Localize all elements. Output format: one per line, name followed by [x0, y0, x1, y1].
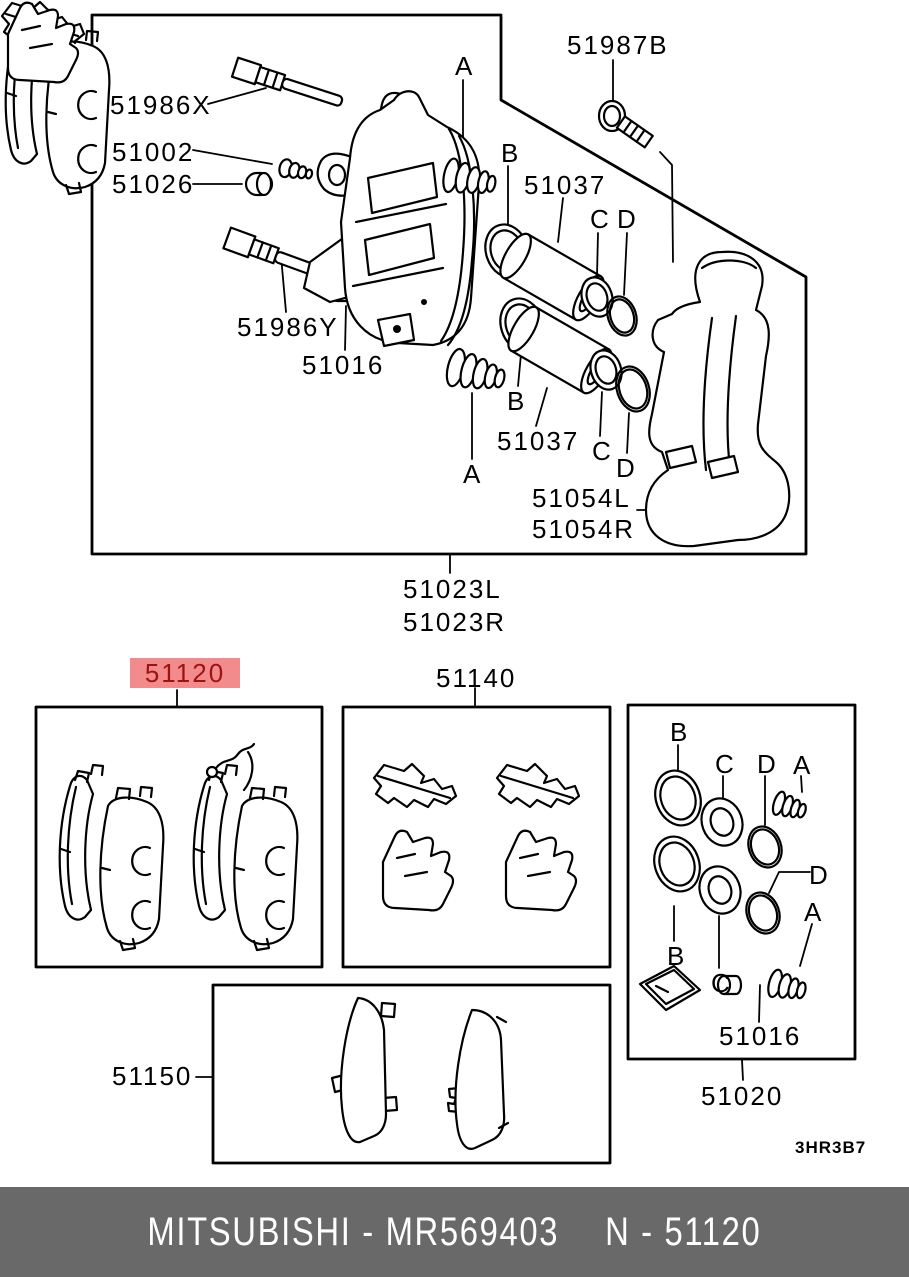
bleeder-cap-drawing [244, 171, 274, 197]
callout-b-1: B [501, 138, 519, 168]
bleeder-screw-drawing [278, 158, 314, 180]
pad-kit-box [34, 705, 324, 969]
boot-a-upper-drawing [442, 157, 497, 195]
banjo-bolt-drawing [597, 99, 654, 149]
boot-a-lower-drawing [445, 347, 506, 390]
seal-kit-cap-drawing [716, 974, 743, 996]
label-guide-pin-upper: 51986X [110, 90, 212, 120]
label-pad-kit: 51120 [144, 657, 226, 688]
carrier-bracket-drawing [644, 250, 791, 548]
plate-code: 3HR3B7 [795, 1138, 867, 1157]
callout-d-seal-2: D [809, 860, 828, 890]
pad-kit-highlight: 51120 [130, 658, 240, 688]
caliper-drawing [302, 90, 481, 348]
diagram-art [0, 0, 857, 1165]
label-seal-kit: 51020 [701, 1081, 784, 1111]
label-caliper-right: 51023R [403, 607, 507, 637]
label-guide-pin-lower: 51986Y [237, 312, 339, 342]
footer-reference: N - 51120 [605, 1209, 762, 1254]
label-hardware-kit: 51140 [436, 663, 517, 693]
label-banjo-bolt: 51987B [567, 30, 669, 60]
caliper-assembly-box [90, 13, 808, 556]
shim-kit-box [211, 983, 612, 1165]
label-carrier-right: 51054R [532, 514, 636, 544]
label-carrier-left: 51054L [532, 483, 631, 513]
callout-a-seal-1: A [793, 750, 811, 780]
label-seal-kit-cap: 51016 [719, 1021, 802, 1051]
callout-c-2: C [592, 436, 611, 466]
label-caliper-left: 51023L [403, 574, 502, 604]
callout-a-bottom: A [463, 459, 481, 489]
callout-c-seal-2: C [711, 968, 730, 998]
grease-packet-drawing [638, 964, 702, 1012]
seal-kit-box [626, 703, 857, 1061]
callout-d-seal-1: D [757, 749, 776, 779]
footer-bar: MITSUBISHI - MR569403 N - 51120 [0, 1187, 909, 1277]
callout-b-seal-1: B [670, 717, 688, 747]
seal-c2-drawing [589, 349, 623, 391]
label-bleeder-screw: 51002 [112, 137, 195, 167]
label-piston-2: 51037 [497, 426, 580, 456]
callout-c-seal-1: C [715, 749, 734, 779]
label-bleeder-cap: 51026 [112, 169, 195, 199]
oring-d1-drawing [606, 295, 638, 337]
hardware-clips-drawing [0, 0, 581, 912]
seal-kit-drawing [638, 769, 807, 1012]
label-shim-kit: 51150 [112, 1061, 193, 1091]
shim-set-drawing [330, 996, 510, 1150]
footer-brand-part: MITSUBISHI - MR569403 [147, 1209, 560, 1254]
callout-a-top: A [455, 51, 473, 81]
callout-b-2: B [507, 386, 525, 416]
callout-a-seal-2: A [804, 897, 822, 927]
guide-pin-upper-drawing [230, 56, 344, 107]
oring-d2-drawing [615, 365, 651, 413]
callout-c-1: C [590, 204, 609, 234]
callout-d-1: D [617, 204, 636, 234]
label-piston-1: 51037 [524, 170, 607, 200]
callout-d-2: D [616, 453, 635, 483]
label-cap-top: 51016 [302, 350, 385, 380]
seal-c1-drawing [580, 276, 614, 318]
wear-indicator-drawing [205, 742, 256, 792]
hardware-kit-box [341, 705, 612, 969]
callout-b-seal-2: B [667, 941, 685, 971]
